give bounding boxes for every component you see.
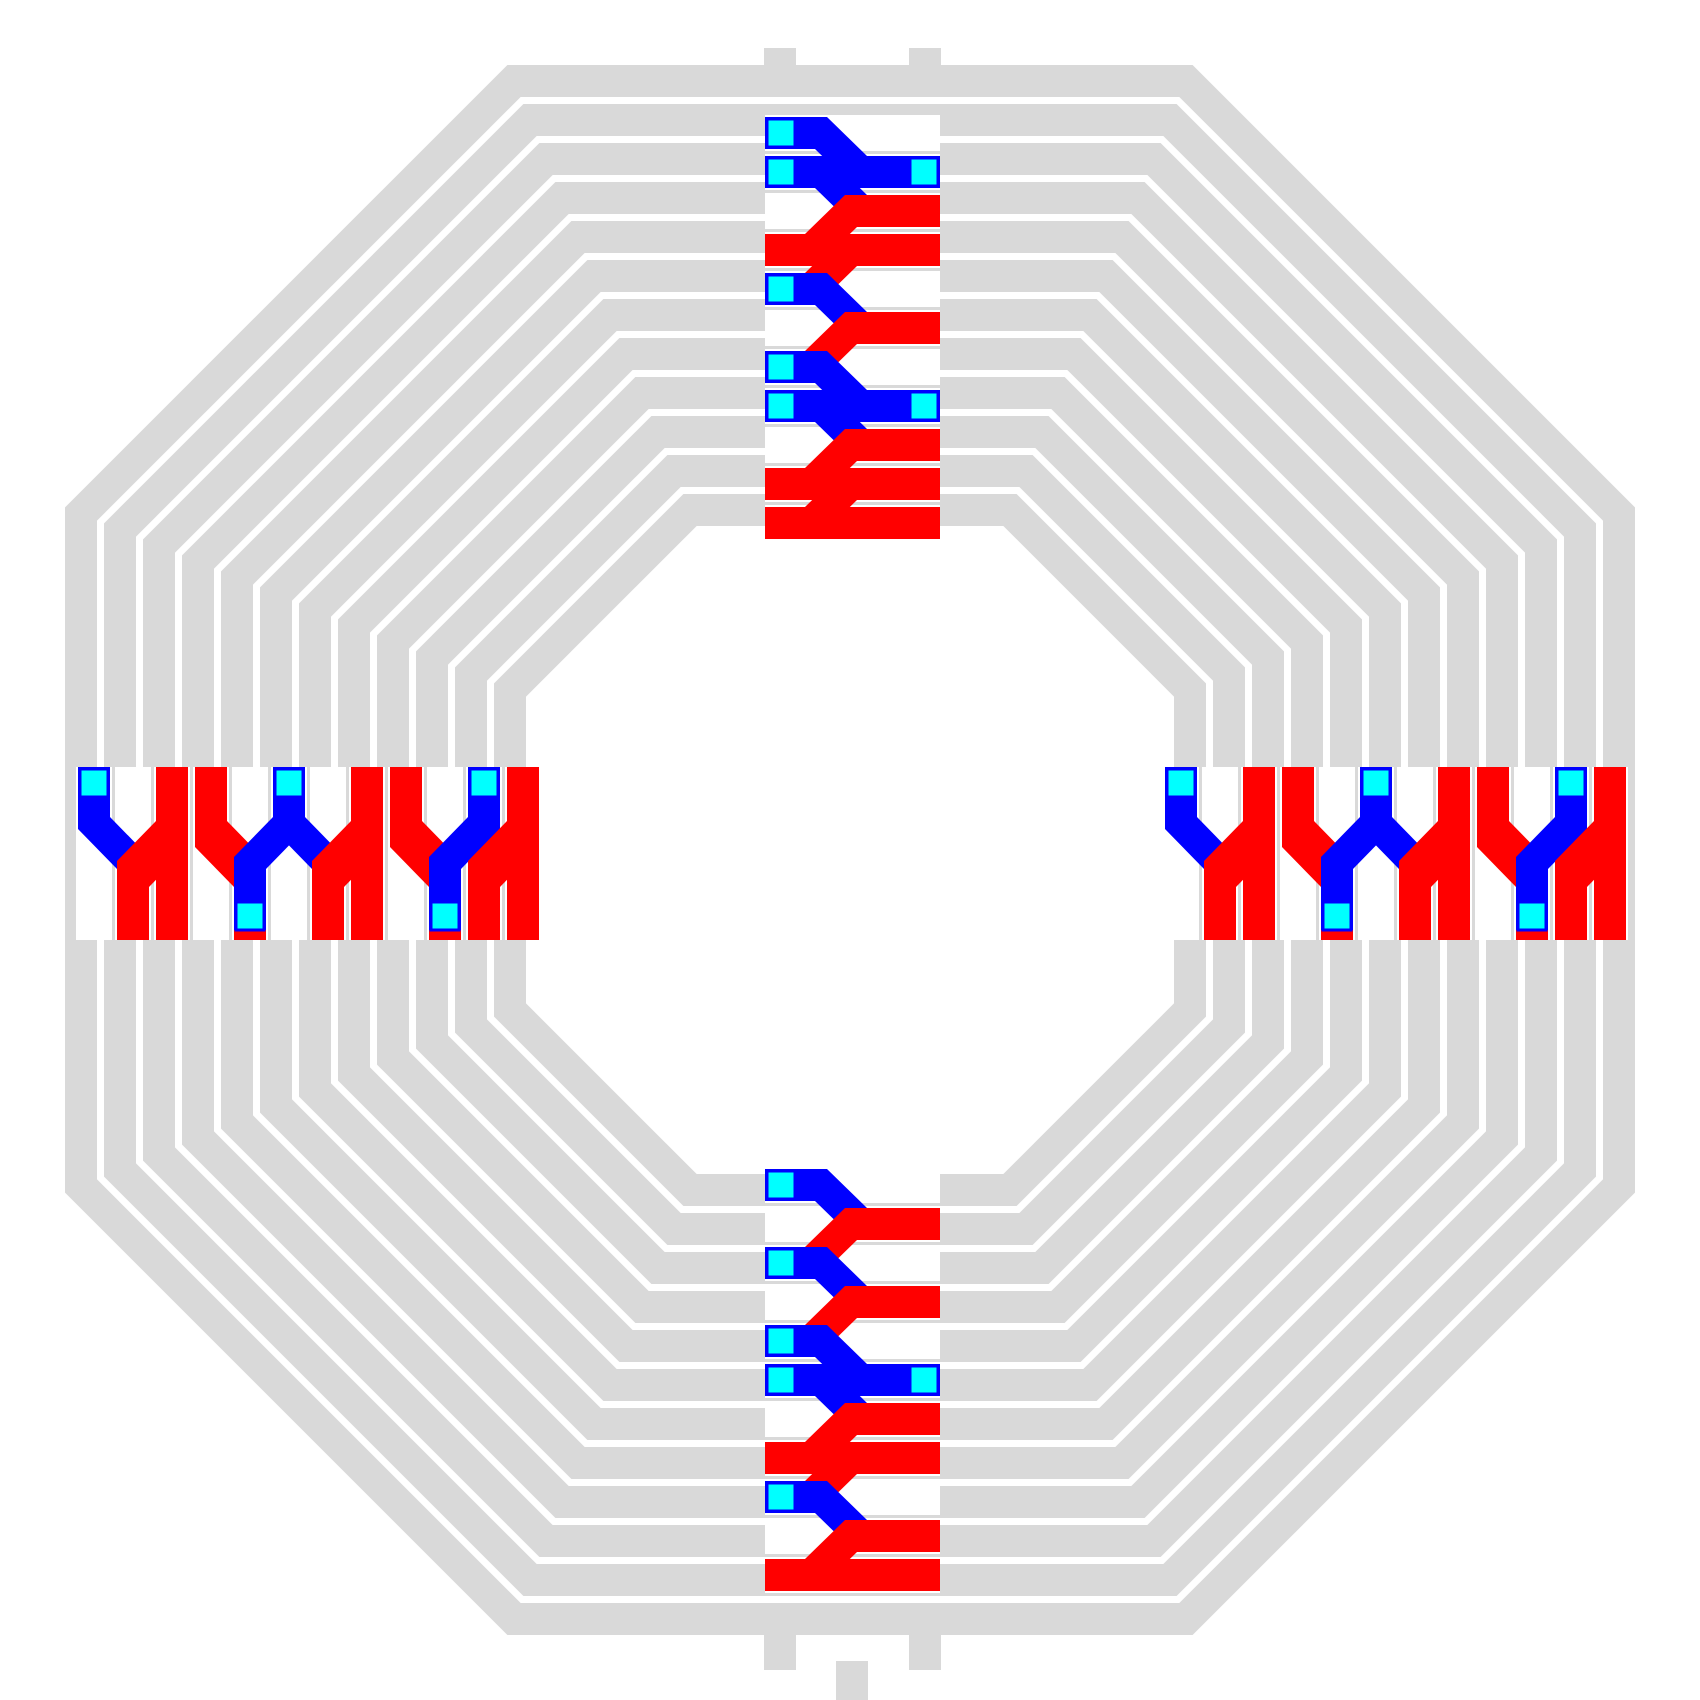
crossunder-bar [765, 507, 940, 539]
via [765, 351, 797, 383]
terminal-leads [764, 48, 941, 1700]
crossunder-jog [765, 429, 940, 500]
via [1360, 767, 1392, 799]
spiral-turn [455, 455, 1245, 1245]
via [765, 1364, 797, 1396]
via [908, 390, 940, 422]
crossunder-bar [156, 767, 188, 940]
via [468, 767, 500, 799]
spiral-turn [65, 65, 1635, 1635]
spiral-turn [260, 260, 1440, 1440]
via-metal-jog [765, 117, 940, 188]
crossover-region-top [765, 115, 940, 541]
crossunder-bar [351, 767, 383, 940]
via [78, 767, 110, 799]
spiral-turn [182, 182, 1518, 1518]
via [1165, 767, 1197, 799]
crossunder-jog [765, 1403, 940, 1474]
via [908, 156, 940, 188]
via [908, 1364, 940, 1396]
via-metal-jog [1516, 767, 1587, 930]
via [765, 1481, 797, 1513]
crossover-region-bottom [765, 1167, 940, 1593]
lead-center [836, 1661, 868, 1700]
via [1516, 900, 1548, 932]
crossunder-bar [1243, 767, 1275, 940]
via [765, 156, 797, 188]
via [1555, 767, 1587, 799]
via-metal-jog [765, 1325, 940, 1396]
crossunder-bar [765, 1559, 940, 1591]
spiral-turn [494, 494, 1206, 1206]
crossunder-bar [507, 767, 539, 940]
via [765, 1169, 797, 1201]
spiral-turn [104, 104, 1596, 1596]
via [765, 1247, 797, 1279]
lead-left [764, 48, 796, 88]
via [765, 1325, 797, 1357]
crossunder-bar [1438, 767, 1470, 940]
crossover-region-right [1163, 767, 1628, 940]
spiral-turn [416, 416, 1284, 1284]
via [765, 273, 797, 305]
via [234, 900, 266, 932]
terminal-lead [764, 1630, 796, 1670]
via [1321, 900, 1353, 932]
crossunder-bar [1594, 767, 1626, 940]
terminal-lead [909, 1630, 941, 1670]
via-metal-jog [765, 351, 940, 422]
via [765, 390, 797, 422]
spiral-turn [143, 143, 1557, 1557]
lead-right [909, 48, 941, 88]
via [429, 900, 461, 932]
via [765, 117, 797, 149]
via [273, 767, 305, 799]
via-metal-jog [429, 767, 500, 930]
crossunder-jog [765, 195, 940, 266]
crossover-region-left [76, 767, 541, 940]
spiral-turn [221, 221, 1479, 1479]
